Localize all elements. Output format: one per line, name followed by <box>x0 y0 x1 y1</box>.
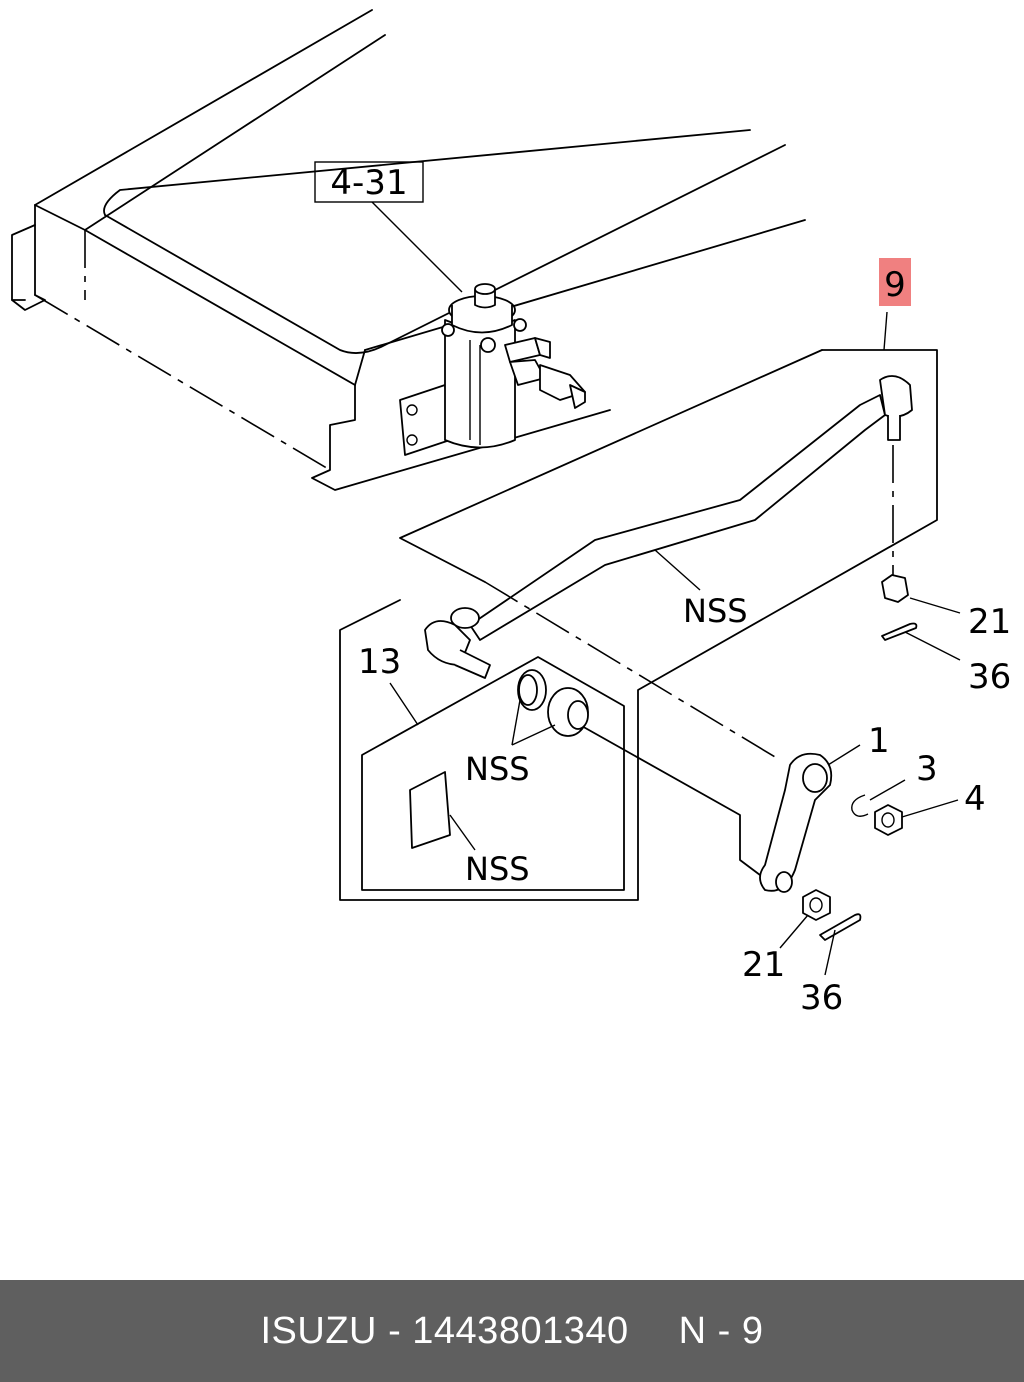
footer-brand: ISUZU <box>260 1309 377 1352</box>
drag-link-rod <box>424 375 913 679</box>
pitman-arm <box>759 752 833 893</box>
hardware <box>802 574 918 941</box>
callout-4: 4 <box>964 779 986 819</box>
frame-rail <box>11 9 806 491</box>
callout-nss-rod: NSS <box>683 592 748 630</box>
callout-1: 1 <box>868 721 890 761</box>
footer-part-number: 1443801340 <box>412 1309 629 1352</box>
parts-diagram: 4-31 <box>11 9 1011 1018</box>
callout-21-bottom: 21 <box>742 945 785 985</box>
callout-9: 9 <box>884 265 906 305</box>
callout-21-top: 21 <box>968 602 1011 642</box>
callout-36-top: 36 <box>968 657 1011 697</box>
callout-nss-plate: NSS <box>465 850 530 888</box>
leader-lines <box>389 311 961 976</box>
highlight-box <box>879 258 911 306</box>
footer-separator: - <box>388 1309 402 1352</box>
assembly-outline <box>339 349 938 901</box>
callout-3: 3 <box>916 749 938 789</box>
footer-bar: ISUZU - 1443801340 N - 9 <box>0 1280 1024 1382</box>
callout-nss-bushing: NSS <box>465 750 530 788</box>
callout-labels: 9 NSS 13 NSS NSS 21 36 1 3 4 21 36 <box>358 258 1011 1018</box>
assembly-lines <box>484 445 894 876</box>
callout-36-bottom: 36 <box>800 978 843 1018</box>
steering-gear-box <box>399 283 586 456</box>
ref-box-4-31: 4-31 <box>314 161 463 293</box>
callout-13: 13 <box>358 642 401 682</box>
ref-box-label: 4-31 <box>330 163 407 203</box>
bushings <box>409 669 589 851</box>
footer-page-ref: N - 9 <box>678 1309 764 1352</box>
